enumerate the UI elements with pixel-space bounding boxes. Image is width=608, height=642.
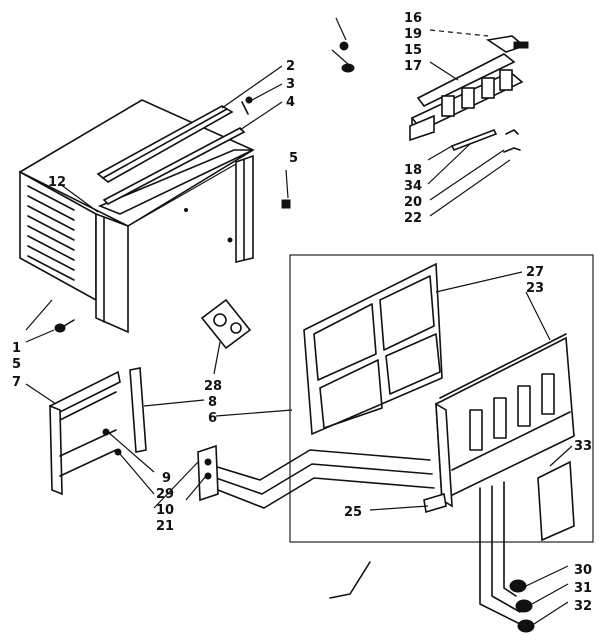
callout-30: 30 [574, 563, 592, 578]
callout-29: 29 [156, 487, 174, 502]
screw-part-5b [54, 319, 75, 333]
callout-labels: 16 19 15 17 2 3 4 5 12 18 34 20 22 27 23… [12, 11, 592, 614]
screw-part-5a [281, 199, 291, 209]
callout-23: 23 [526, 281, 544, 296]
front-panel-group-box [289, 254, 594, 543]
callout-5-lower: 5 [12, 357, 21, 372]
support-bar-part [129, 367, 147, 453]
callout-27: 27 [526, 265, 544, 280]
callout-2: 2 [286, 59, 295, 74]
callout-9: 9 [162, 471, 171, 486]
callout-15: 15 [404, 43, 422, 58]
screw-part-3 [241, 96, 253, 115]
callout-32: 32 [574, 599, 592, 614]
side-louvers [27, 185, 75, 281]
knob-part-31 [515, 599, 533, 613]
cabinet-assembly [18, 99, 255, 334]
air-filter-part [303, 262, 443, 436]
callout-8: 8 [208, 395, 217, 410]
seal-strip-part [102, 127, 246, 205]
fastener-part-15 [341, 63, 355, 73]
fastener-part-16 [339, 41, 349, 51]
mounting-bracket-part [197, 444, 219, 502]
callout-31: 31 [574, 581, 592, 596]
callout-28: 28 [204, 379, 222, 394]
callout-18: 18 [404, 163, 422, 178]
callout-4: 4 [286, 95, 295, 110]
callout-6: 6 [208, 411, 217, 426]
callout-10: 10 [156, 503, 174, 518]
callout-3: 3 [286, 77, 295, 92]
callout-12: 12 [48, 175, 66, 190]
callout-7: 7 [12, 375, 21, 390]
front-grille-part [423, 333, 575, 514]
callout-17: 17 [404, 59, 422, 74]
bottom-mark [329, 561, 371, 599]
callout-34: 34 [404, 179, 422, 194]
knob-part-30 [509, 579, 527, 593]
callout-1: 1 [12, 341, 21, 356]
knob-part-32 [517, 619, 535, 633]
callout-33: 33 [574, 439, 592, 454]
callout-21: 21 [156, 519, 174, 534]
callout-19: 19 [404, 27, 422, 42]
side-panel-part [49, 370, 122, 496]
callout-25: 25 [344, 505, 362, 520]
wiring-harness [213, 449, 431, 481]
leader-lines [25, 17, 573, 625]
access-door-part [537, 460, 575, 542]
callout-20: 20 [404, 195, 422, 210]
motor-bracket-assembly [409, 35, 529, 153]
callout-5-upper: 5 [289, 151, 298, 166]
callout-22: 22 [404, 211, 422, 226]
clip-part [200, 298, 252, 350]
callout-16: 16 [404, 11, 422, 26]
